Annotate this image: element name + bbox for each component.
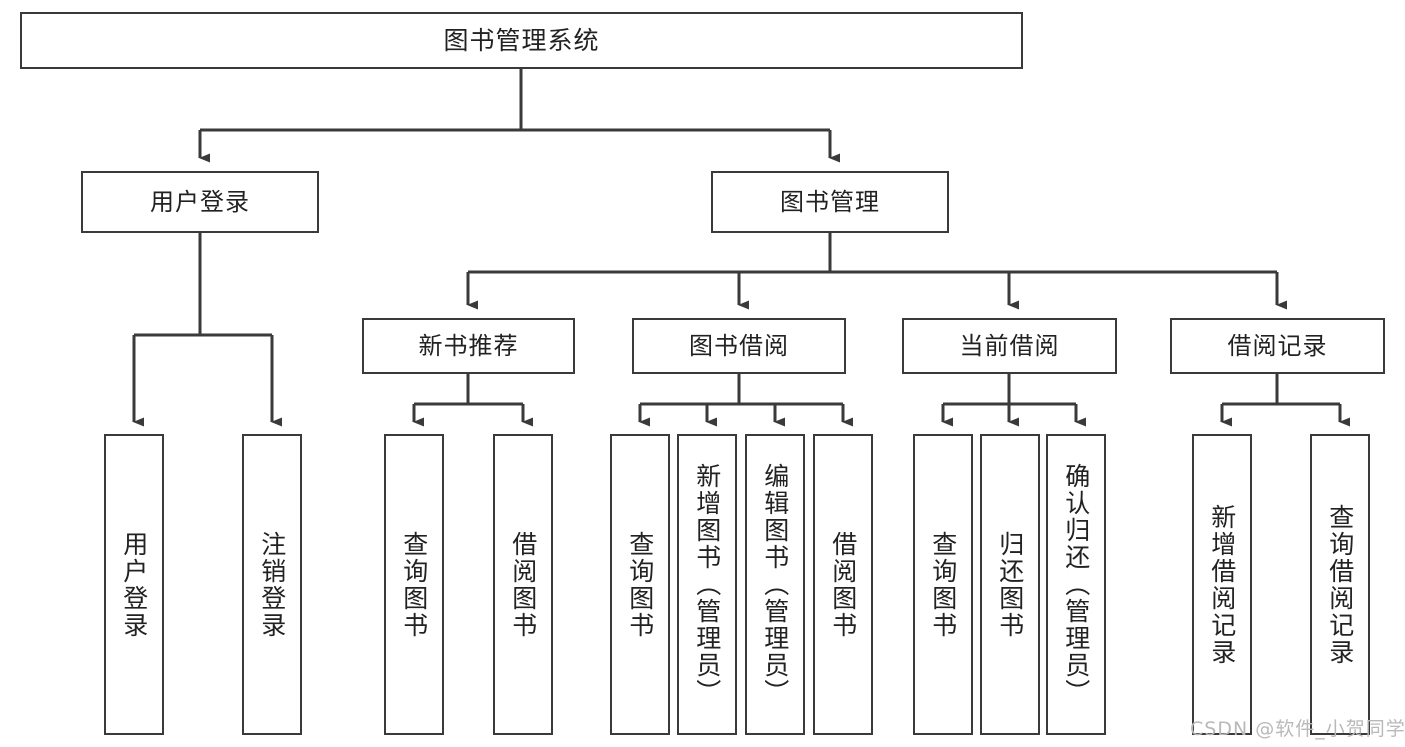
node-leaf-user-logout-label: 注销登录 xyxy=(257,530,287,639)
node-leaf-borrow-query-book[interactable]: 查询图书 xyxy=(610,434,670,735)
node-user-login[interactable]: 用户登录 xyxy=(81,171,319,233)
node-leaf-borrow-add-book[interactable]: 新增图书（管理员） xyxy=(677,434,737,735)
node-leaf-borrow-borrow-book[interactable]: 借阅图书 xyxy=(813,434,873,735)
node-leaf-current-confirm-return[interactable]: 确认归还（管理员） xyxy=(1046,434,1106,735)
node-book-management-label: 图书管理 xyxy=(780,187,880,216)
node-leaf-current-return-book-label: 归还图书 xyxy=(995,530,1025,639)
node-borrow-record[interactable]: 借阅记录 xyxy=(1170,318,1385,374)
watermark: CSDN @软件_小贺同学 xyxy=(1190,718,1405,740)
node-user-login-label: 用户登录 xyxy=(150,187,250,216)
node-leaf-current-query-book-label: 查询图书 xyxy=(928,530,958,639)
node-leaf-borrow-borrow-book-label: 借阅图书 xyxy=(828,530,858,639)
node-book-borrow[interactable]: 图书借阅 xyxy=(632,318,846,374)
node-leaf-record-add[interactable]: 新增借阅记录 xyxy=(1192,434,1252,735)
node-leaf-borrow-edit-book[interactable]: 编辑图书（管理员） xyxy=(745,434,805,735)
node-book-borrow-label: 图书借阅 xyxy=(689,331,789,360)
node-new-book-recommend[interactable]: 新书推荐 xyxy=(362,318,575,374)
node-borrow-record-label: 借阅记录 xyxy=(1227,331,1328,360)
node-leaf-borrow-query-book-label: 查询图书 xyxy=(625,530,655,639)
node-leaf-borrow-edit-book-label: 编辑图书（管理员） xyxy=(760,463,790,706)
node-leaf-recommend-borrow-book[interactable]: 借阅图书 xyxy=(493,434,553,735)
node-leaf-user-logout[interactable]: 注销登录 xyxy=(242,434,302,735)
node-current-borrow-label: 当前借阅 xyxy=(959,331,1060,360)
node-leaf-current-query-book[interactable]: 查询图书 xyxy=(913,434,973,735)
node-leaf-user-login[interactable]: 用户登录 xyxy=(104,434,164,735)
node-root-label: 图书管理系统 xyxy=(443,25,600,55)
node-leaf-current-return-book[interactable]: 归还图书 xyxy=(980,434,1040,735)
node-leaf-recommend-query-book-label: 查询图书 xyxy=(399,530,429,639)
node-book-management[interactable]: 图书管理 xyxy=(711,171,949,233)
node-leaf-record-add-label: 新增借阅记录 xyxy=(1207,503,1237,666)
node-leaf-borrow-add-book-label: 新增图书（管理员） xyxy=(692,463,722,706)
node-root[interactable]: 图书管理系统 xyxy=(20,12,1023,69)
node-leaf-user-login-label: 用户登录 xyxy=(119,530,149,639)
node-new-book-recommend-label: 新书推荐 xyxy=(418,331,519,360)
node-leaf-recommend-borrow-book-label: 借阅图书 xyxy=(508,530,538,639)
node-current-borrow[interactable]: 当前借阅 xyxy=(902,318,1117,374)
node-leaf-record-query[interactable]: 查询借阅记录 xyxy=(1310,434,1370,735)
node-leaf-recommend-query-book[interactable]: 查询图书 xyxy=(384,434,444,735)
node-leaf-current-confirm-return-label: 确认归还（管理员） xyxy=(1061,463,1091,706)
node-leaf-record-query-label: 查询借阅记录 xyxy=(1325,503,1355,666)
